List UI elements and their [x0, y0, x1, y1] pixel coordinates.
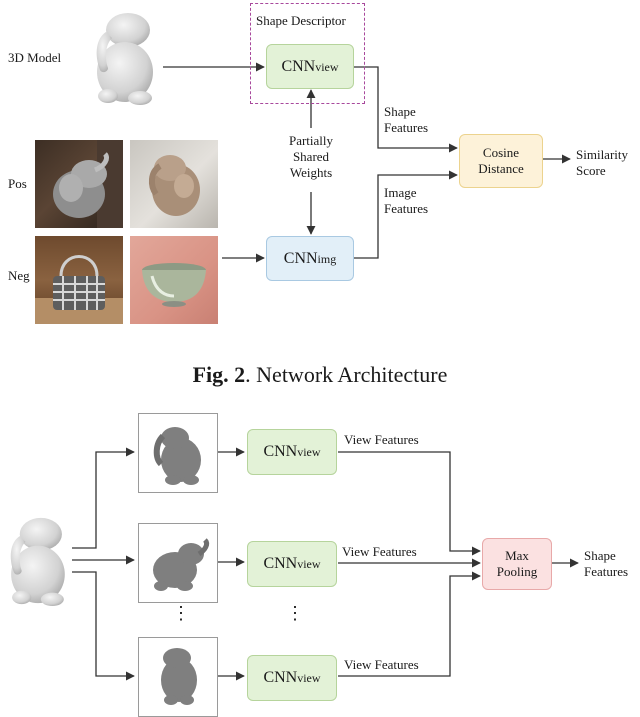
- elephant-3d-model-icon: [96, 13, 153, 105]
- elephant-view-2-icon: [153, 538, 210, 591]
- partially-shared-weights-label: Partially Shared Weights: [271, 133, 351, 181]
- elephant-3d-model-icon-fig3: [10, 517, 65, 607]
- views-ellipsis: ⋮: [172, 603, 190, 623]
- rendered-view-1: [138, 413, 218, 493]
- pos-photo-elephant-icon: [53, 140, 123, 228]
- cnn-view-subscript: view: [315, 59, 339, 74]
- shape-descriptor-frame: [250, 3, 365, 104]
- view-features-label-1: View Features: [344, 432, 419, 447]
- fig2-caption: Fig. 2. Network Architecture: [0, 362, 640, 388]
- similarity-line-2: Score: [576, 163, 606, 178]
- cosine-line-1: Cosine: [482, 145, 520, 160]
- pos-label: Pos: [8, 176, 27, 191]
- view-features-label-3: View Features: [344, 657, 419, 672]
- max-pooling-line-1: Max: [505, 548, 529, 563]
- cnn-ellipsis: ⋮: [286, 603, 304, 623]
- pos-photo-elephant-figurine: [35, 140, 123, 228]
- view-features-label-2: View Features: [342, 544, 417, 559]
- neg-photo-basket-icon: [35, 255, 123, 324]
- shape-features-line-2: Features: [384, 120, 429, 135]
- cosine-line-2: Distance: [478, 161, 524, 176]
- max-pooling-box: Max Pooling: [482, 538, 552, 590]
- weights-line-2: Shared: [292, 149, 330, 164]
- neg-photo-bowl: [130, 236, 218, 324]
- cnn-img-text: CNN: [283, 249, 318, 267]
- rendered-view-2: [138, 523, 218, 603]
- cnn-view-1-text: CNN: [263, 443, 298, 460]
- shape-features-output-line-1: Shape: [584, 548, 616, 563]
- neg-label: Neg: [8, 268, 30, 283]
- arrow-model-to-view1: [72, 447, 135, 549]
- elephant-view-1-icon: [153, 427, 201, 485]
- shape-features-output-label: Shape Features: [584, 548, 628, 580]
- arrow-model-to-view3: [72, 571, 135, 681]
- cnn-view-3-text: CNN: [263, 669, 298, 686]
- fig2-caption-text: . Network Architecture: [245, 362, 448, 387]
- cnn-view-2-subscript: view: [297, 557, 321, 571]
- cnn-view-1-subscript: view: [297, 445, 321, 459]
- fig2-caption-number: Fig. 2: [192, 362, 246, 387]
- cnn-view-2-text: CNN: [263, 555, 298, 572]
- similarity-line-1: Similarity: [576, 147, 628, 162]
- elephant-view-3-icon: [161, 648, 197, 705]
- image-features-line-2: Features: [384, 201, 429, 216]
- shape-descriptor-label: Shape Descriptor: [256, 13, 346, 28]
- max-pooling-line-2: Pooling: [496, 564, 538, 579]
- neg-photo-bowl-icon: [142, 263, 206, 307]
- pos-photo-elephant-sepia: [130, 140, 218, 228]
- neg-photo-basket: [35, 236, 123, 324]
- cnn-view-text: CNN: [281, 57, 316, 75]
- weights-line-1: Partially: [288, 133, 334, 148]
- shape-features-output-line-2: Features: [584, 564, 629, 579]
- shape-features-label: Shape Features: [384, 104, 428, 136]
- similarity-score-label: Similarity Score: [576, 147, 628, 179]
- cosine-distance-box: Cosine Distance: [459, 134, 543, 188]
- arrow-cnn1-to-maxpool: [338, 451, 481, 556]
- weights-line-3: Weights: [289, 165, 333, 180]
- arrow-cnnview-to-cosine: [352, 66, 458, 153]
- pos-photo-sepia-elephant-icon: [148, 155, 200, 216]
- cnn-img-subscript: img: [317, 251, 337, 266]
- image-features-label: Image Features: [384, 185, 428, 217]
- arrow-cnnimg-to-cosine: [352, 170, 458, 259]
- shape-features-line-1: Shape: [384, 104, 416, 119]
- image-features-line-1: Image: [384, 185, 417, 200]
- cnn-view-3-subscript: view: [297, 671, 321, 685]
- 3d-model-label: 3D Model: [8, 50, 62, 65]
- rendered-view-3: [138, 637, 218, 717]
- arrow-cnn3-to-maxpool: [338, 571, 481, 677]
